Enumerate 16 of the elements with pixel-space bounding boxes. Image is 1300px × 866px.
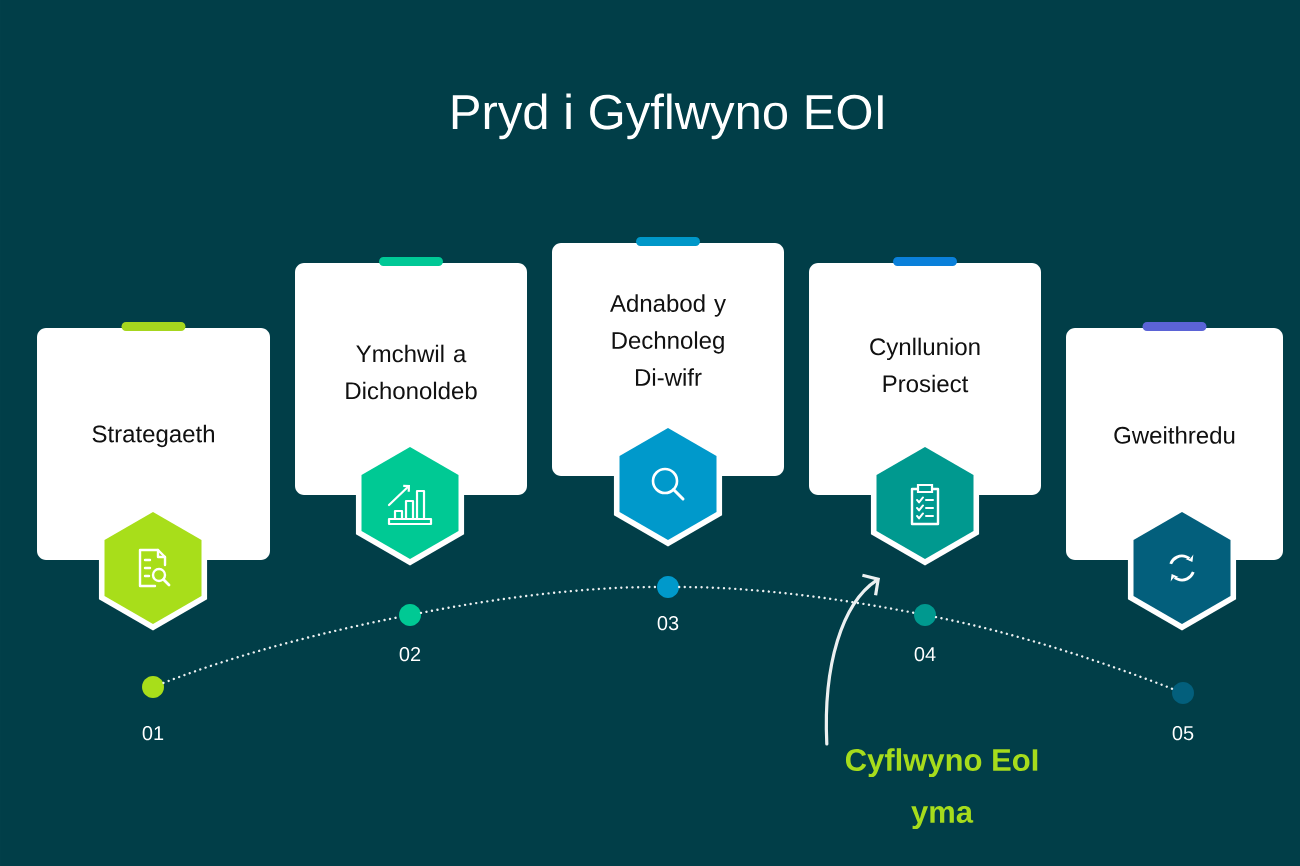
title: Pryd i Gyflwyno EOI <box>452 93 883 140</box>
step-number: 01 <box>142 726 164 741</box>
step-number: 05 <box>1172 726 1194 741</box>
arrow <box>824 573 880 746</box>
step-number: 03 <box>657 616 679 631</box>
callout-text: Cyflwyno EoI yma <box>845 748 1038 830</box>
step-number: 04 <box>914 647 936 662</box>
card: Strategaeth <box>37 328 270 560</box>
card: Ymchwil a Dichonoldeb <box>295 263 527 495</box>
card: Adnabod y Dechnoleg Di-wifr <box>552 243 784 476</box>
dotted-line <box>934 615 1174 691</box>
dotted-line <box>419 585 658 615</box>
card: Cynllunion Prosiect <box>809 263 1041 495</box>
dotted-line <box>678 585 916 615</box>
step-number: 02 <box>399 647 421 662</box>
card: Gweithredu <box>1066 328 1283 560</box>
